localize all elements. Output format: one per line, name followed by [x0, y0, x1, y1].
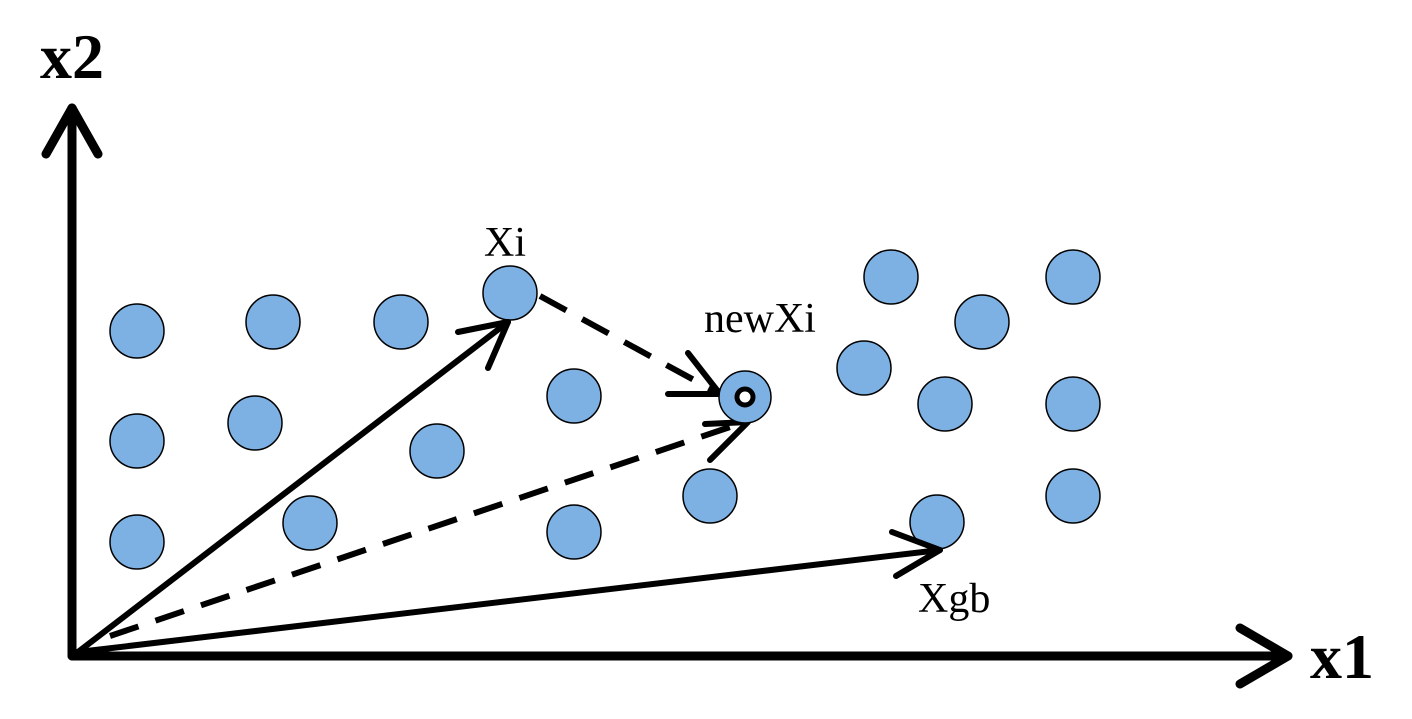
newxi-label: newXi — [704, 296, 816, 342]
particle-point — [1045, 468, 1101, 524]
particle-point — [282, 495, 338, 551]
particle-point — [1045, 376, 1101, 432]
x2-axis-label: x2 — [40, 21, 104, 92]
particle-point — [373, 294, 429, 350]
particle-point — [863, 249, 919, 305]
particle-point — [546, 504, 602, 560]
origin-to-xgb-vector — [75, 547, 943, 655]
origin-to-xi-arrowhead — [455, 319, 511, 371]
particle-point — [245, 294, 301, 350]
particle-point — [109, 303, 165, 359]
origin-to-xgb-arrowhead — [889, 529, 943, 579]
xi-label: Xi — [484, 220, 526, 266]
particle-point — [954, 294, 1010, 350]
newxi-point — [718, 370, 772, 424]
xgb-label: Xgb — [918, 576, 990, 622]
particle-point — [836, 340, 892, 396]
particle-point — [682, 468, 738, 524]
origin-to-xi-vector — [75, 319, 511, 655]
xi-to-newxi-dashed-vector — [538, 293, 718, 395]
xi-point — [482, 265, 538, 321]
vectors — [75, 293, 943, 655]
particle-point — [109, 413, 165, 469]
newxi-center-ring — [734, 386, 756, 408]
x2-axis-arrowhead — [41, 103, 103, 159]
particle-point — [546, 368, 602, 424]
particle-point — [1045, 249, 1101, 305]
axes: x2 x1 — [40, 21, 1374, 692]
origin-to-newxi-dashed-vector — [109, 419, 746, 639]
particle-point — [227, 395, 283, 451]
xi-to-newxi-arrowhead — [665, 350, 723, 397]
particle-point — [109, 514, 165, 570]
particle-point — [409, 423, 465, 479]
x1-axis-arrowhead — [1235, 623, 1293, 689]
particle-point — [917, 376, 973, 432]
particle-population — [109, 249, 1101, 570]
x1-axis-label: x1 — [1310, 621, 1374, 692]
